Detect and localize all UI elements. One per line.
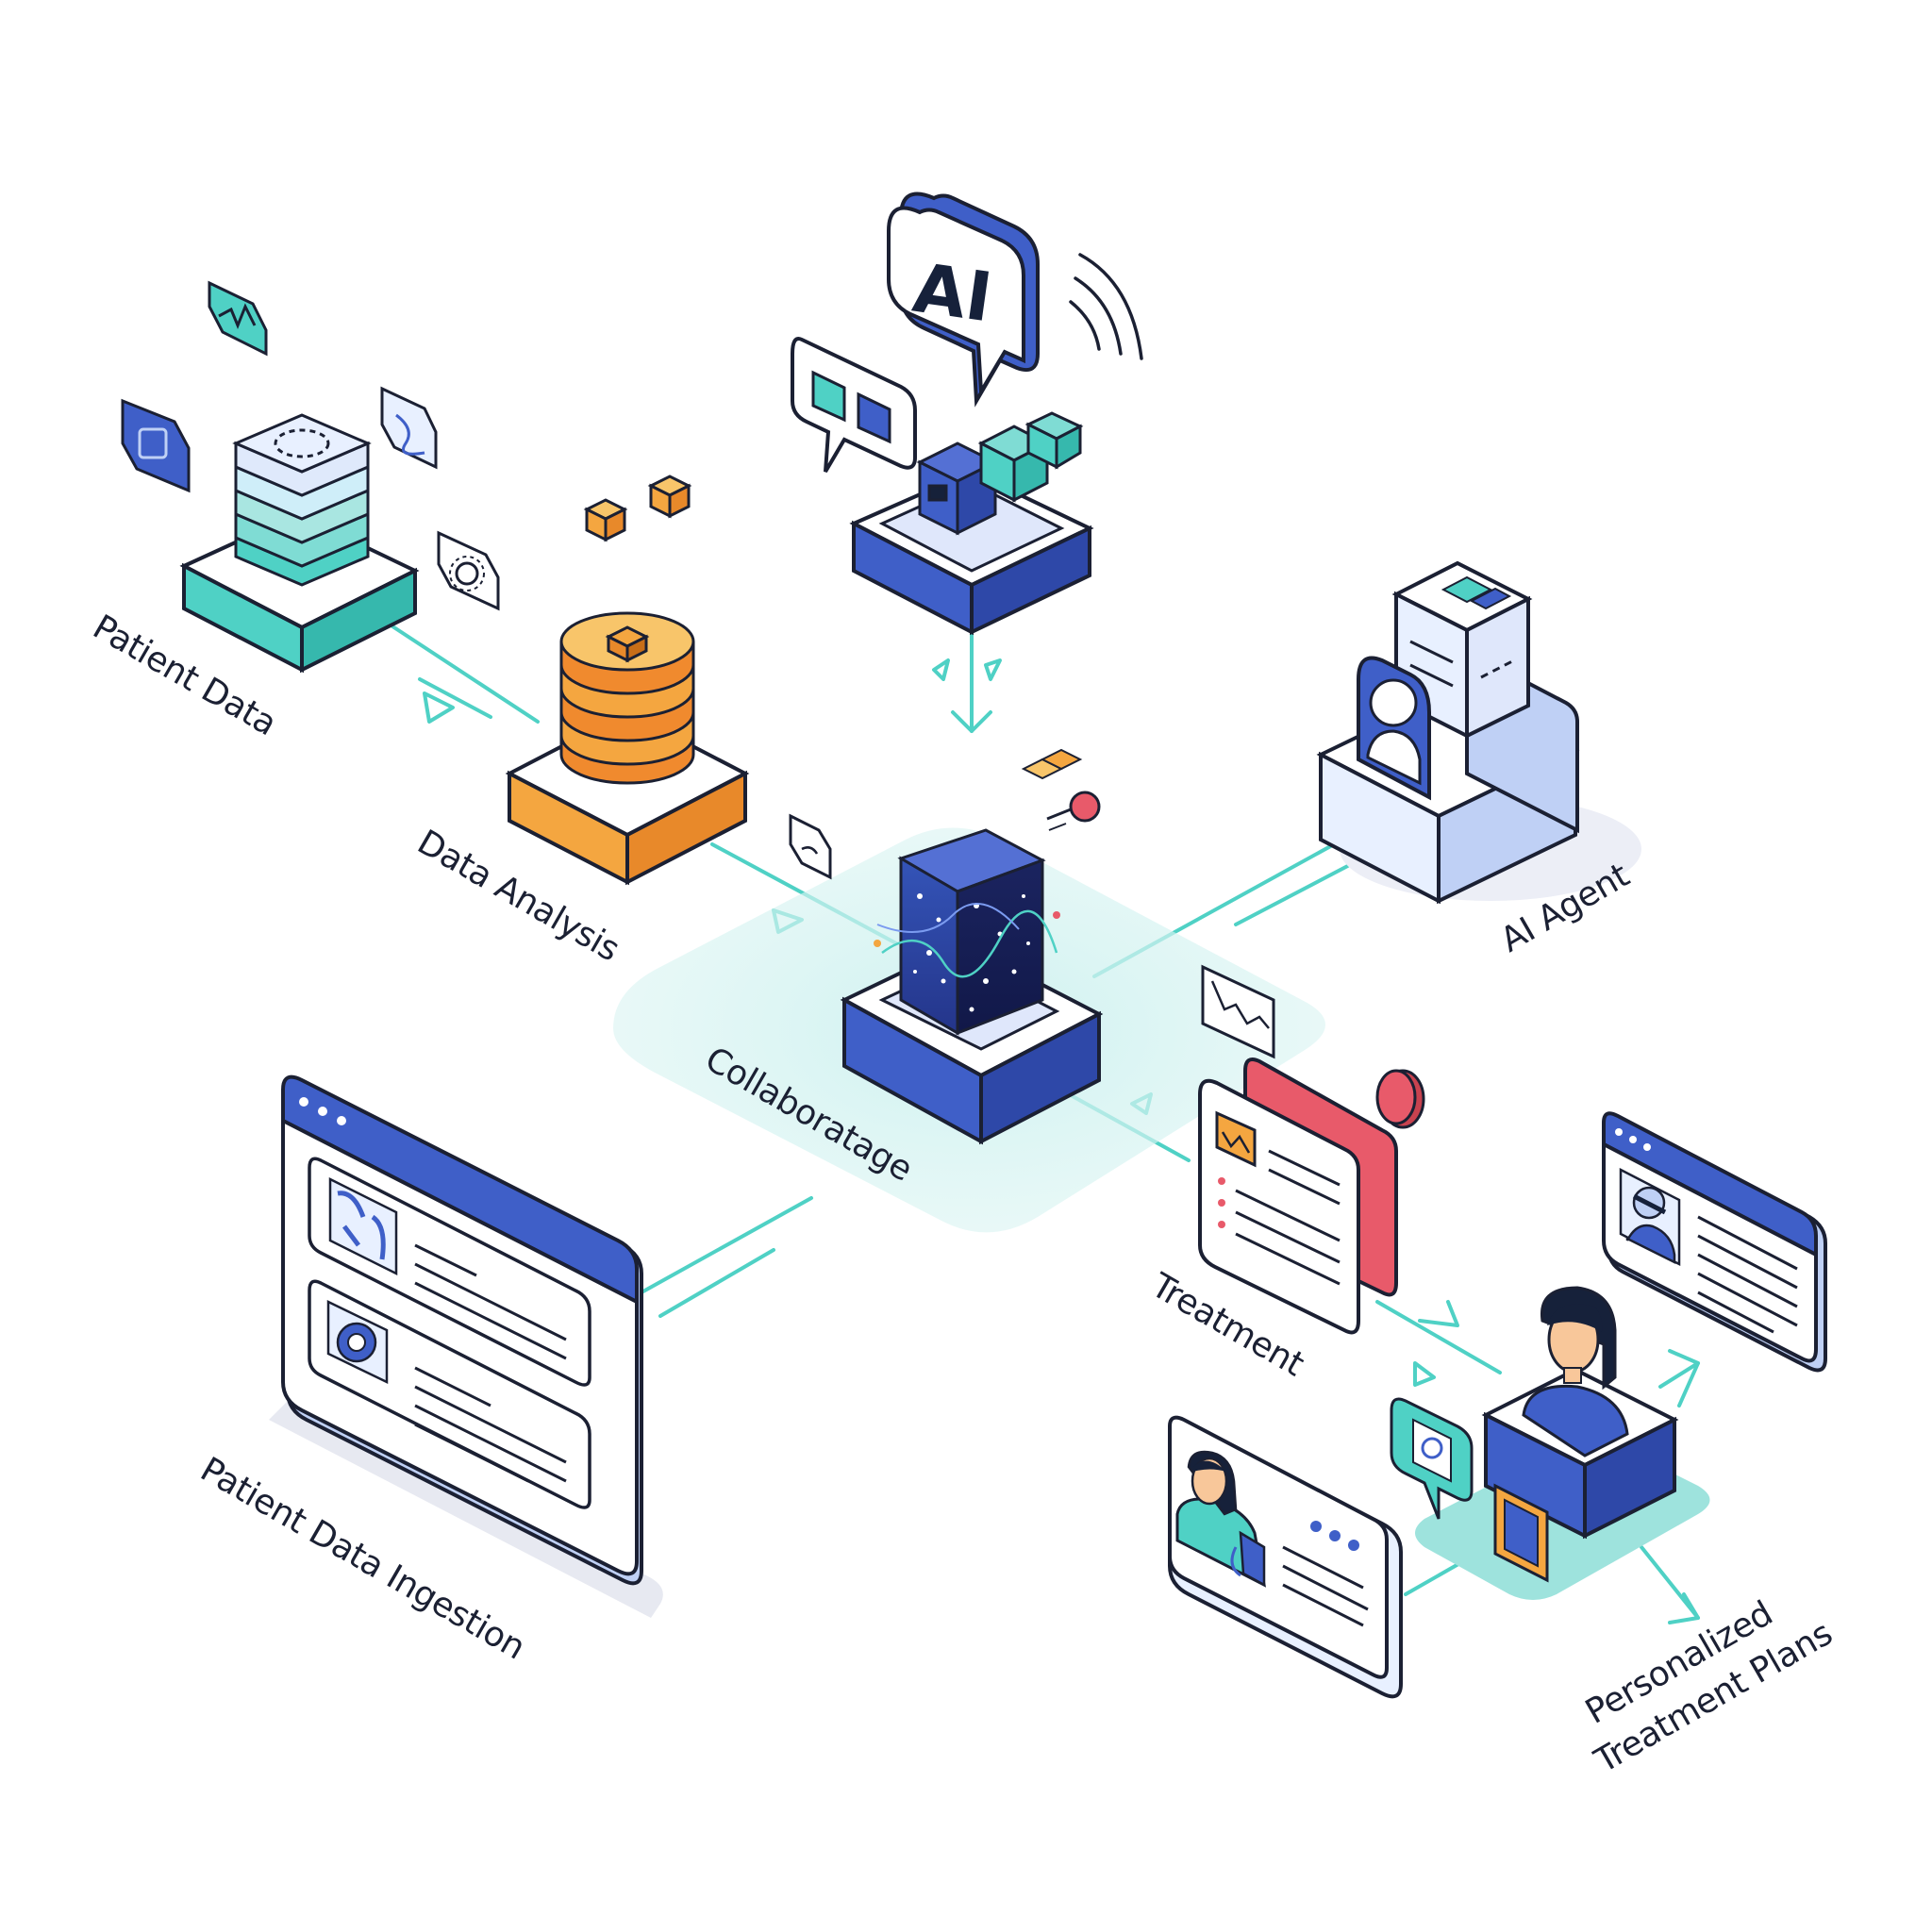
- chat-help-icon: [1390, 1397, 1474, 1520]
- orange-disk-stack: [559, 611, 695, 785]
- database-icon: [232, 413, 372, 587]
- ai-agent-node: [1316, 560, 1641, 905]
- report-chart-icon: [1215, 1110, 1257, 1168]
- signal-icon: [789, 813, 832, 880]
- signal-waves-icon: [1069, 253, 1143, 360]
- agent-avatar-icon: [1357, 656, 1431, 801]
- doctor-icon: [1175, 1450, 1267, 1588]
- alert-pin-icon: [1021, 748, 1101, 831]
- heartbeat-icon: [208, 280, 268, 357]
- data-particles: [913, 893, 1030, 1012]
- plan-avatar-icon: [1619, 1167, 1681, 1267]
- ai-node: AI: [791, 192, 1143, 636]
- patient-data-node: [121, 280, 500, 674]
- plan-window: [1602, 1111, 1827, 1373]
- ai-badge-text: AI: [908, 248, 996, 338]
- personalized-plans-node: [1168, 1111, 1827, 1699]
- chart-icon: [1201, 964, 1275, 1059]
- chat-bubble-small: [791, 337, 917, 474]
- treatment-node: [789, 748, 1425, 1335]
- record-card-2: [308, 1279, 591, 1509]
- red-token-icon: [1375, 1069, 1425, 1129]
- tablet-icon: [1493, 1483, 1549, 1583]
- data-analysis-node: [505, 475, 750, 886]
- doctor-card: [1168, 1415, 1403, 1699]
- record-card-1: [308, 1157, 591, 1387]
- ai-cubes: [916, 411, 1084, 536]
- gear-icon: [437, 530, 500, 611]
- central-hub: [613, 827, 1325, 1233]
- patient-data-ingestion-node: [269, 1074, 663, 1618]
- ai-chat-icon: AI: [887, 192, 1040, 408]
- floating-cubes: [583, 475, 692, 542]
- stethoscope-icon: [121, 398, 191, 493]
- body-scan-icon: [328, 1176, 398, 1276]
- wave-icon: [380, 386, 438, 470]
- patient-icon: [1522, 1286, 1629, 1457]
